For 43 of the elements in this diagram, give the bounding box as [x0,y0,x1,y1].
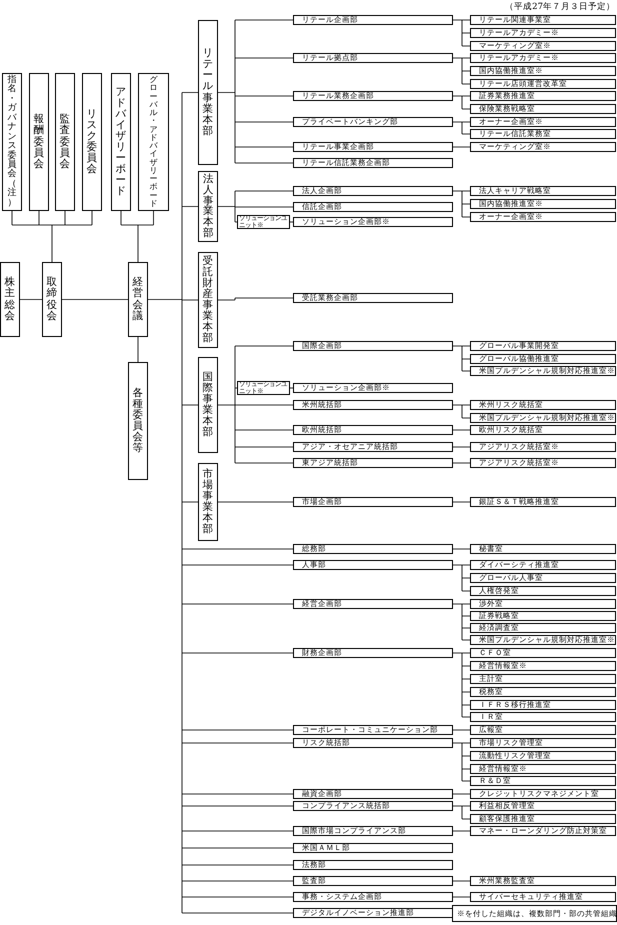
connector-line [452,896,470,898]
connector-line [452,652,470,718]
organization-box: 各種委員会等 [128,362,148,480]
connector-line [452,830,470,832]
connector-line [452,346,470,372]
connector-line [452,96,470,110]
connector-line [452,20,470,46]
connector-line [62,299,128,300]
connector-line [452,122,470,134]
connector-line [218,298,294,300]
organization-box: アドバイザリーボード [111,73,131,211]
organization-box: 経営会議 [128,262,148,337]
connector-line [218,346,294,464]
connector-line [218,20,294,164]
connector-line [452,446,470,448]
organization-box: 指名・ガバナンス委員会（注） [2,73,22,211]
connector-line [452,190,470,218]
connector-line [452,742,470,782]
connector-line [148,92,294,914]
connector-line [452,604,470,640]
connector-line [452,806,470,820]
connector-line [452,146,470,148]
connector-line [452,58,470,84]
organization-box: 法人事業本部 [198,171,218,242]
connector-line [452,404,470,418]
connector-line [12,210,92,262]
connector-line [452,880,470,882]
organization-box: 市場事業本部 [198,463,218,541]
connector-line [218,190,294,222]
organization-box: リスク委員会 [82,73,102,211]
date-note: （平成27年７月３日予定） [505,1,615,13]
organization-box: 国際事業本部 [198,357,218,453]
organization-box: 報酬委員会 [29,73,49,211]
organization-box: 株主総会 [0,262,20,337]
organization-box: 監査委員会 [55,73,75,211]
organization-box: 取締役会 [42,262,62,337]
connector-line [120,210,154,262]
connector-line [452,548,470,550]
organization-box: 受託財産事業本部 [198,252,218,348]
organization-box: リテール事業本部 [198,20,218,165]
connector-line [20,299,42,300]
connector-line [452,462,470,464]
connector-line [452,564,470,592]
